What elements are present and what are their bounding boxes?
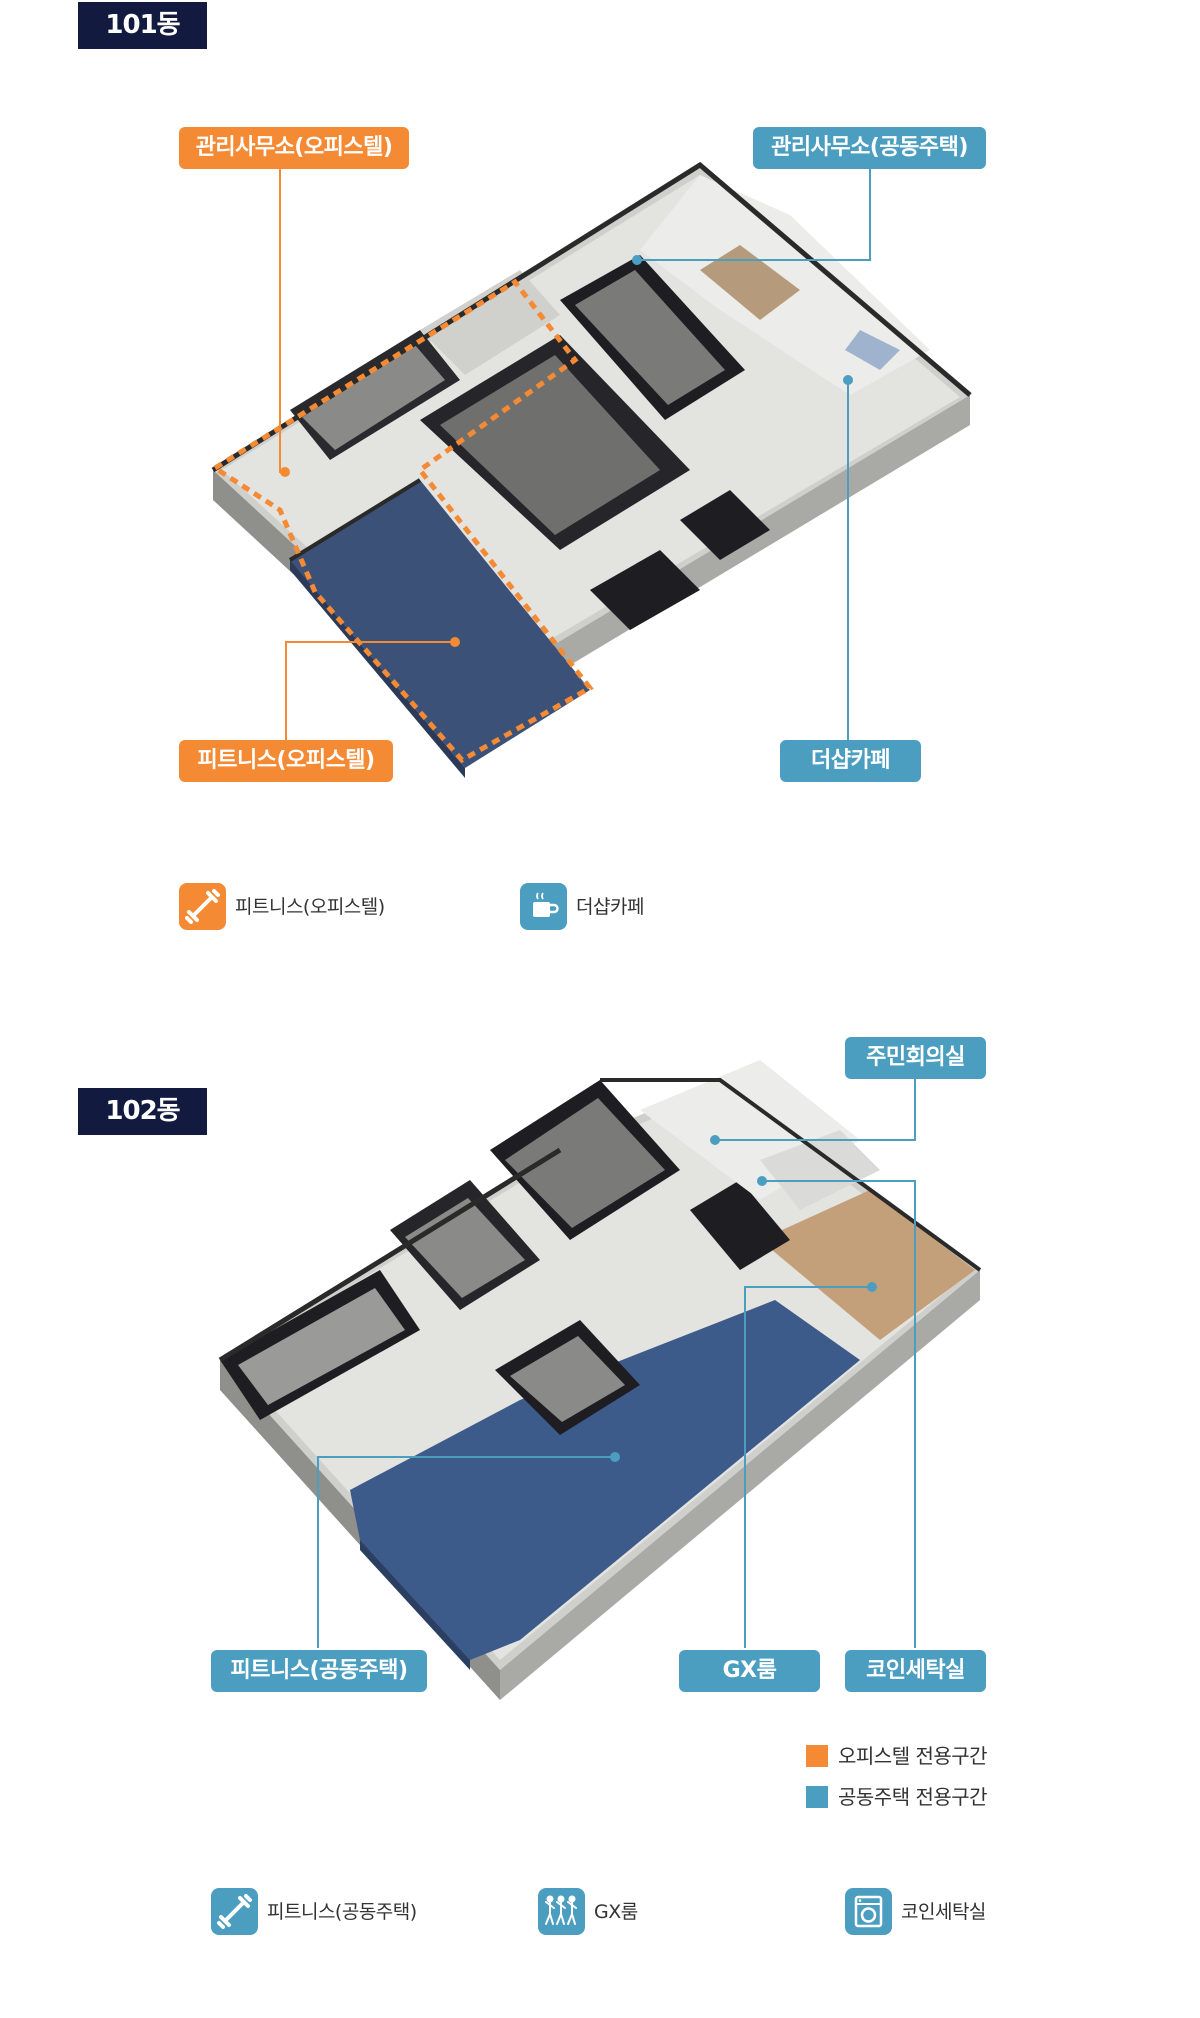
legend-label-fitness-officetel: 피트니스(오피스텔): [235, 896, 385, 918]
fitness-apartment-floor: [350, 1300, 860, 1660]
callout-fitness-apartment: 피트니스(공동주택): [211, 1650, 427, 1692]
callout-fitness-officetel: 피트니스(오피스텔): [179, 740, 393, 782]
floor-plan-102: [218, 1060, 982, 1700]
legend-label-fitness-apartment: 피트니스(공동주택): [267, 1901, 417, 1923]
building-101-tab: 101동: [78, 2, 207, 49]
gx-dancers-icon: [538, 1888, 585, 1935]
fitness-officetel-floor: [290, 480, 590, 768]
washing-machine-icon: [845, 1888, 892, 1935]
key-label-apartment: 공동주택 전용구간: [838, 1785, 988, 1809]
key-swatch-officetel: [806, 1745, 828, 1767]
building-102-tab: 102동: [78, 1088, 207, 1135]
coffee-cup-icon: [520, 883, 567, 930]
leader-fitness-apartment: [317, 1456, 615, 1648]
key-swatch-apartment: [806, 1786, 828, 1808]
leader-fitness-officetel: [285, 641, 455, 757]
gx-room-floor: [760, 1190, 975, 1340]
dumbbell-icon: [211, 1888, 258, 1935]
officetel-zone-outline: [210, 278, 594, 764]
leader-office-apartment: [637, 168, 871, 261]
legend-label-cafe: 더샵카페: [576, 896, 644, 918]
legend-label-coin-laundry: 코인세탁실: [901, 1901, 986, 1923]
callout-the-sharp-cafe: 더샵카페: [780, 740, 921, 782]
leader-meeting-room: [715, 1075, 916, 1141]
callout-gx-room: GX룸: [679, 1650, 820, 1692]
leader-gx-room: [744, 1286, 872, 1648]
key-label-officetel: 오피스텔 전용구간: [838, 1744, 988, 1768]
callout-residents-meeting-room: 주민회의실: [845, 1037, 986, 1079]
callout-office-apartment: 관리사무소(공동주택): [753, 127, 986, 169]
floor-plan-101: [210, 161, 972, 778]
leader-coin-laundry: [762, 1180, 916, 1648]
dumbbell-icon: [179, 883, 226, 930]
callout-coin-laundry: 코인세탁실: [845, 1650, 986, 1692]
legend-label-gx-room: GX룸: [594, 1901, 638, 1923]
callout-office-officetel: 관리사무소(오피스텔): [179, 127, 409, 169]
